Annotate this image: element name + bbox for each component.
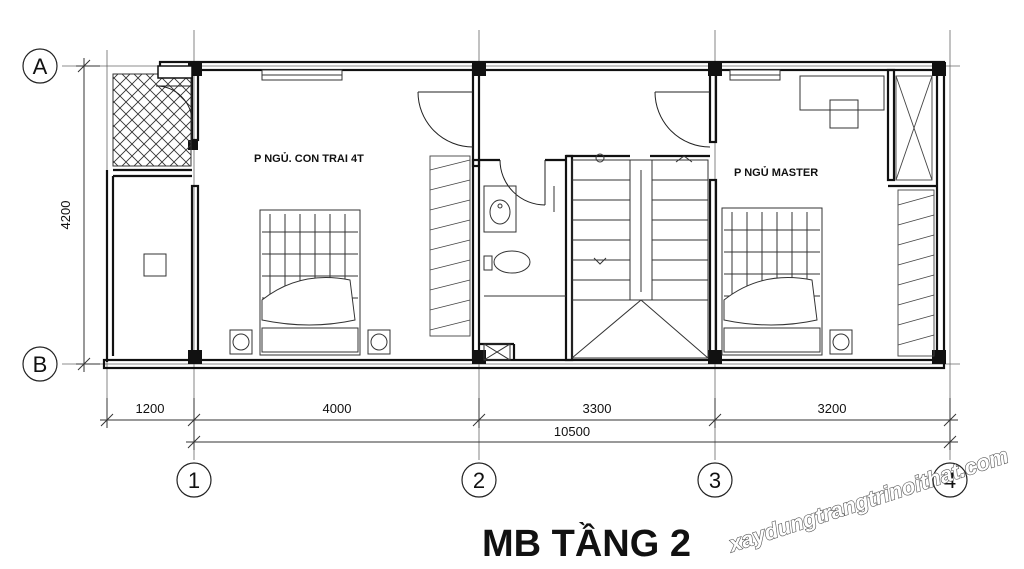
- room-label-master: P NGỦ MASTER: [734, 166, 818, 179]
- doors: [155, 85, 711, 206]
- desk: [143, 253, 167, 277]
- stairs: [571, 153, 709, 359]
- windows: [261, 69, 781, 81]
- axis-label-1: 1: [188, 468, 200, 493]
- axis-bubble-a: A: [22, 48, 58, 84]
- axis-bubble-b: B: [22, 346, 58, 382]
- dim-bay-4: 3200: [818, 401, 847, 416]
- master-desk: [799, 75, 885, 129]
- axis-bubble-3: 3: [697, 462, 733, 498]
- dim-bay-1: 1200: [136, 401, 165, 416]
- axis-lines: [62, 30, 960, 460]
- bed-master: [721, 207, 853, 356]
- axis-bubble-2: 2: [461, 462, 497, 498]
- dim-bay-2: 4000: [323, 401, 352, 416]
- dim-total: 10500: [554, 424, 590, 439]
- axis-label-2: 2: [473, 468, 485, 493]
- balcony-hatch: [112, 73, 192, 167]
- watermark: xaydungtrangtrinoithat.com: [725, 443, 1012, 557]
- bed-son: [229, 209, 391, 356]
- wardrobes: [429, 75, 935, 357]
- axis-label-a: A: [33, 54, 48, 79]
- axis-label-3: 3: [709, 468, 721, 493]
- walls: [102, 60, 946, 370]
- axis-bubble-4: 4: [932, 462, 968, 498]
- plan-title: MB TẦNG 2: [482, 521, 691, 565]
- bathroom-fixtures: [483, 185, 566, 361]
- axis-label-b: B: [33, 352, 48, 377]
- horizontal-dimensions: [100, 398, 958, 450]
- room-label-son: P NGỦ. CON TRAI 4T: [254, 152, 364, 165]
- axis-label-4: 4: [944, 468, 956, 493]
- dim-vertical: 4200: [58, 201, 73, 230]
- vertical-dimension: [76, 58, 100, 372]
- axis-bubble-1: 1: [176, 462, 212, 498]
- dim-bay-3: 3300: [583, 401, 612, 416]
- balcony-corner: [157, 65, 193, 79]
